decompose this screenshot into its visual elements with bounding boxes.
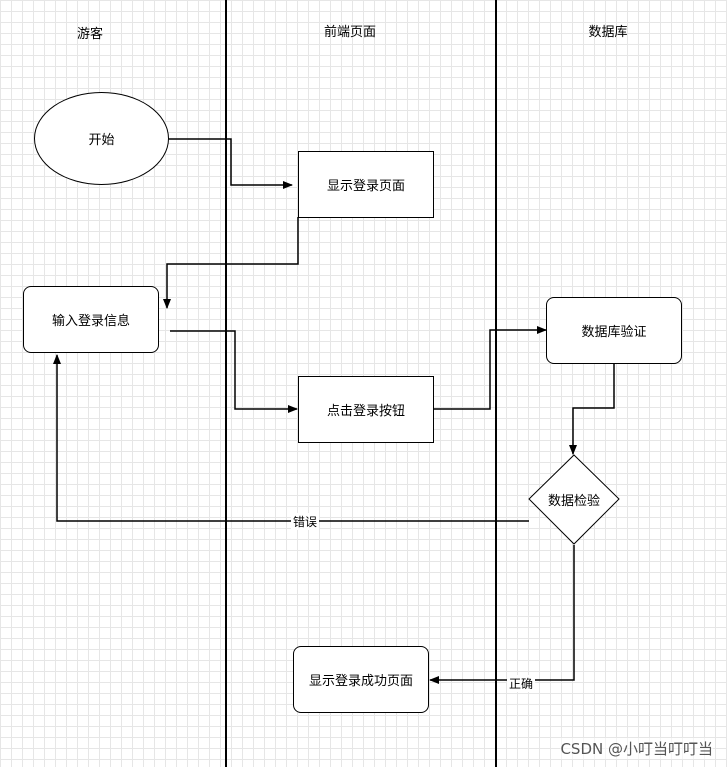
input-login-info-node: 输入登录信息 <box>23 286 159 353</box>
csdn-watermark: CSDN @小叮当叮叮当 <box>560 738 713 759</box>
lane-divider-1 <box>225 0 227 767</box>
edge-start-to-show-login <box>169 138 293 189</box>
lane-title-frontend: 前端页面 <box>323 25 376 40</box>
edge-label-error: 错误 <box>291 513 320 530</box>
edge-label-correct: 正确 <box>507 675 536 692</box>
edge-click-to-db-verify <box>434 326 547 410</box>
lane-divider-2 <box>495 0 497 767</box>
show-login-page-node: 显示登录页面 <box>298 151 434 218</box>
lane-title-visitor: 游客 <box>76 27 103 42</box>
edge-input-to-click <box>170 330 298 413</box>
edge-db-verify-to-check <box>569 364 615 455</box>
edge-check-error-to-input <box>53 354 529 522</box>
show-login-success-node: 显示登录成功页面 <box>293 646 429 713</box>
decision-diamond-shape <box>528 454 620 545</box>
lane-title-database: 数据库 <box>588 25 628 40</box>
data-check-decision: 数据检验 <box>547 494 600 509</box>
edge-check-correct-to-success <box>429 545 575 684</box>
click-login-button-node: 点击登录按钮 <box>298 376 434 443</box>
db-verify-node: 数据库验证 <box>546 297 682 364</box>
start-node: 开始 <box>34 92 169 185</box>
edge-show-login-to-input <box>163 217 299 309</box>
